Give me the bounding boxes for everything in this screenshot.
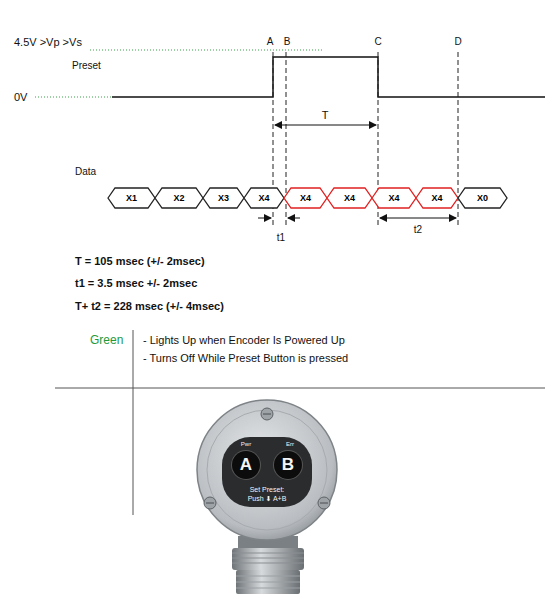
data-word: X4: [416, 188, 458, 208]
timing-note: T+ t2 = 228 msec (+/- 4msec): [75, 300, 224, 312]
timing-note: t1 = 3.5 msec +/- 2msec: [75, 277, 197, 289]
dimension-arrow: [288, 218, 300, 219]
data-cell: X4: [372, 188, 416, 208]
data-word: X4: [284, 188, 327, 208]
period-label: t2: [414, 224, 422, 235]
data-cell: X3: [203, 188, 244, 208]
dimension-arrow: [275, 125, 376, 126]
signal-name: Data: [75, 166, 96, 177]
led-name: Green: [90, 334, 123, 347]
data-cell: X4: [416, 188, 458, 208]
encoder-illustration: [197, 400, 337, 594]
data-cell: X4: [284, 188, 327, 208]
dimension-arrow: [258, 218, 271, 219]
button-letter: B: [274, 451, 302, 479]
led-description: - Lights Up when Encoder Is Powered Up: [143, 334, 345, 346]
event-letter: B: [284, 36, 291, 47]
voltage-label: 4.5V >Vp >Vs: [14, 36, 82, 48]
data-cell: X4: [327, 188, 372, 208]
level-line: [90, 50, 322, 51]
period-label: T: [322, 109, 329, 121]
data-word: X0: [458, 188, 507, 208]
table-rule: [55, 388, 545, 389]
signal-name: Preset: [72, 60, 101, 71]
data-cell: X2: [155, 188, 203, 208]
timing-note: T = 105 msec (+/- 2msec): [75, 255, 205, 267]
data-word: X4: [244, 188, 284, 208]
table-rule: [133, 330, 134, 515]
event-letter: A: [267, 36, 274, 47]
dimension-arrow: [380, 218, 456, 219]
time-markers: [273, 52, 458, 228]
event-letter: D: [454, 36, 461, 47]
push-button: A: [232, 451, 260, 479]
data-word: X4: [327, 188, 372, 208]
event-letter: C: [374, 36, 381, 47]
data-cell: X1: [108, 188, 155, 208]
data-word: X3: [203, 188, 244, 208]
level-line: [35, 97, 112, 98]
led-label: Pwr: [241, 441, 251, 448]
preset-waveform: [112, 57, 545, 97]
led-description: - Turns Off While Preset Button is press…: [143, 352, 348, 364]
data-word: X2: [155, 188, 203, 208]
data-word: X4: [372, 188, 416, 208]
button-letter: A: [232, 451, 260, 479]
instruction-text: Set Preset:: [250, 486, 285, 494]
period-label: t1: [276, 232, 286, 243]
instruction-text: Push ⬇ A+B: [248, 495, 287, 503]
voltage-label: 0V: [14, 91, 27, 103]
data-cell: X4: [244, 188, 284, 208]
led-label: Err: [286, 441, 294, 448]
data-cell: X0: [458, 188, 507, 208]
data-word: X1: [108, 188, 155, 208]
push-button: B: [274, 451, 302, 479]
